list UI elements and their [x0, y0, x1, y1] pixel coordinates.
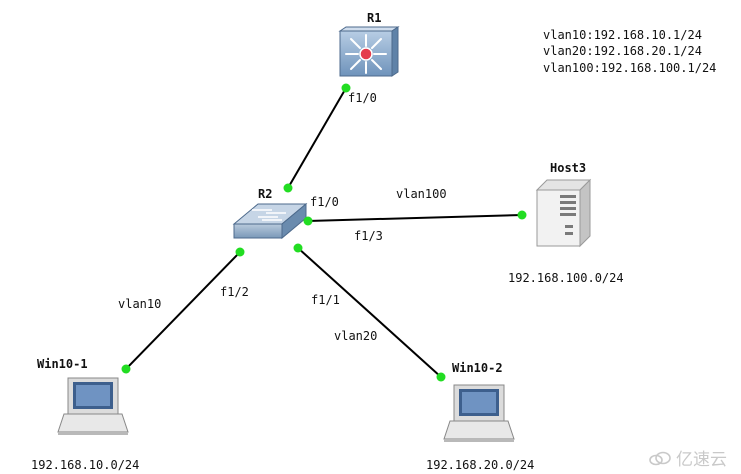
label-win10-1: Win10-1	[37, 357, 88, 371]
port-dot-r1-f10	[341, 83, 351, 93]
link-r2-win10-1	[125, 251, 241, 370]
network-label-win10-1: 192.168.10.0/24	[31, 458, 140, 472]
port-dot-r2-f12	[235, 247, 245, 257]
switch-r2-icon[interactable]	[232, 202, 308, 240]
iface-label-r2-f13: f1/3	[354, 229, 383, 243]
iface-label-r2-f11: f1/1	[311, 293, 340, 307]
vlan-info-line-2: vlan20:192.168.20.1/24	[543, 44, 702, 58]
network-label-host3: 192.168.100.0/24	[508, 271, 624, 285]
server-host3-icon[interactable]	[535, 178, 592, 248]
link-label-vlan20: vlan20	[334, 329, 378, 343]
watermark-logo: 亿速云	[648, 445, 727, 470]
port-dot-r2-f10	[283, 183, 293, 193]
label-r2: R2	[258, 187, 273, 201]
iface-label-r2-f10: f1/0	[310, 195, 339, 209]
laptop-win10-2-icon[interactable]	[443, 384, 515, 442]
port-dot-win10-2	[436, 372, 446, 382]
iface-label-r1-f10: f1/0	[348, 91, 377, 105]
link-r2-host3	[307, 214, 523, 222]
router-r1-icon[interactable]	[338, 26, 400, 77]
link-r1-r2	[287, 87, 347, 189]
label-r1: R1	[367, 11, 382, 25]
cloud-icon	[649, 451, 671, 465]
link-label-vlan10: vlan10	[118, 297, 162, 311]
link-label-vlan100: vlan100	[396, 187, 447, 201]
laptop-win10-1-icon[interactable]	[57, 377, 129, 435]
label-win10-2: Win10-2	[452, 361, 503, 375]
port-dot-r2-f11	[293, 243, 303, 253]
iface-label-r2-f12: f1/2	[220, 285, 249, 299]
port-dot-host3	[517, 210, 527, 220]
watermark-text: 亿速云	[676, 450, 727, 470]
port-dot-r2-f13	[303, 216, 313, 226]
vlan-info-line-3: vlan100:192.168.100.1/24	[543, 61, 717, 75]
link-r2-win10-2	[297, 247, 442, 378]
label-host3: Host3	[550, 161, 587, 175]
vlan-info-line-1: vlan10:192.168.10.1/24	[543, 28, 702, 42]
network-label-win10-2: 192.168.20.0/24	[426, 458, 535, 472]
port-dot-win10-1	[121, 364, 131, 374]
